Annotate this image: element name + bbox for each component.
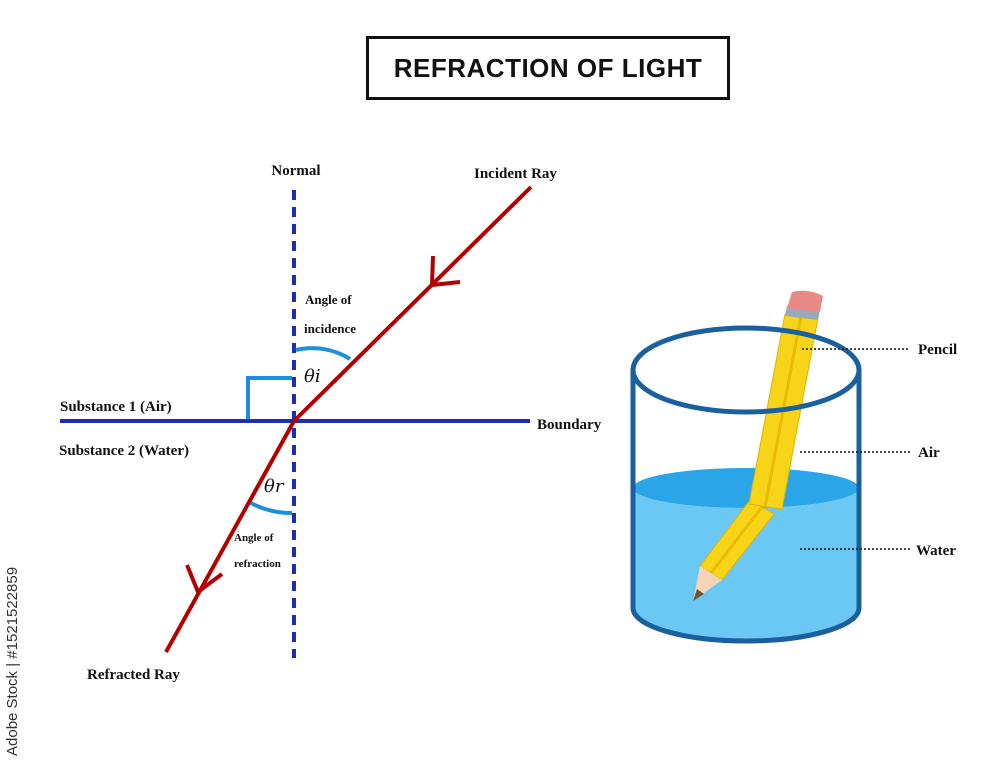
title-box: REFRACTION OF LIGHT xyxy=(366,36,730,100)
angle-incidence-label-line1: Angle of xyxy=(305,292,352,307)
water-surface xyxy=(633,468,859,508)
glass-bottom xyxy=(630,607,862,644)
refraction-diagram: Normal Incident Ray Refracted Ray Bounda… xyxy=(59,163,602,683)
theta-i-symbol: θi xyxy=(304,366,321,387)
pencil-eraser xyxy=(787,290,823,312)
substance2-label: Substance 2 (Water) xyxy=(59,443,189,459)
pencil-lead xyxy=(693,589,704,601)
water-body xyxy=(633,488,859,641)
water-label: Water xyxy=(916,543,956,559)
refracted-arrowhead xyxy=(185,564,224,596)
refracted-ray-label: Refracted Ray xyxy=(87,667,180,683)
incident-arrowhead xyxy=(429,255,461,288)
air-label: Air xyxy=(918,445,940,461)
substance1-label: Substance 1 (Air) xyxy=(60,399,172,415)
incident-ray xyxy=(292,185,533,423)
page-title: REFRACTION OF LIGHT xyxy=(393,52,703,83)
glass-rim xyxy=(630,325,862,415)
refraction-angle-arc xyxy=(248,500,293,516)
theta-r-symbol: θr xyxy=(264,476,285,497)
normal-label: Normal xyxy=(271,163,320,179)
beaker-diagram: Pencil Air Water xyxy=(630,290,957,644)
boundary-label: Boundary xyxy=(537,417,602,433)
incidence-angle-arc xyxy=(295,346,352,361)
pencil-label: Pencil xyxy=(918,342,957,358)
right-angle-marker xyxy=(246,376,292,419)
pencil-submerged xyxy=(693,499,775,601)
angle-refraction-label-line1: Angle of xyxy=(234,532,274,544)
incident-ray-label: Incident Ray xyxy=(474,166,557,182)
angle-incidence-label-line2: incidence xyxy=(304,321,356,336)
refracted-ray xyxy=(164,420,296,653)
pencil-lower-stripe xyxy=(709,506,764,574)
angle-refraction-label-line2: refraction xyxy=(234,558,281,570)
